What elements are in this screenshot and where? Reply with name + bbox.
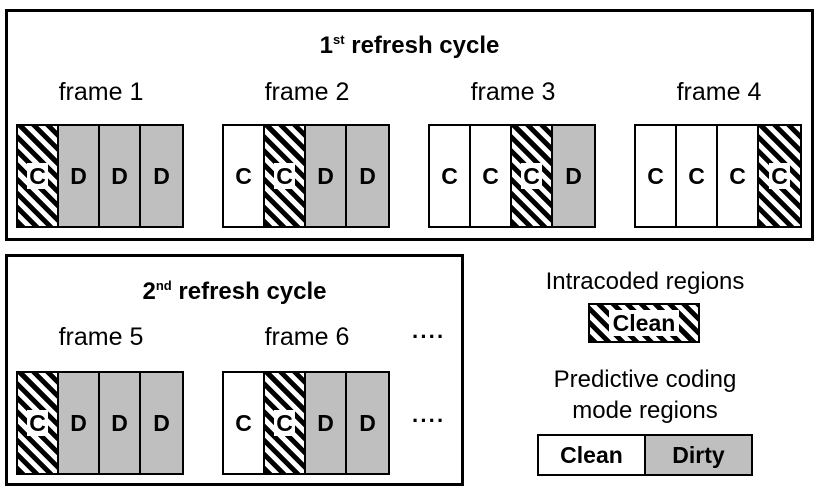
region-label: C — [235, 409, 252, 436]
region-label: C — [274, 410, 295, 436]
region-label: C — [482, 162, 499, 189]
region-intra: C — [18, 126, 59, 226]
region-label: D — [153, 409, 170, 436]
frame-3-label: frame 3 — [470, 78, 556, 106]
region-dirty: D — [59, 373, 100, 473]
legend-pred-title-line2: mode regions — [572, 397, 718, 424]
region-clean: C — [677, 126, 718, 226]
frame-1-label: frame 1 — [58, 78, 144, 106]
region-label: C — [235, 162, 252, 189]
region-label: D — [317, 162, 334, 189]
region-clean: C — [636, 126, 677, 226]
region-intra: C — [265, 126, 306, 226]
legend-intra-title: Intracoded regions — [545, 268, 745, 295]
region-label: C — [647, 162, 664, 189]
region-label: D — [359, 409, 376, 436]
region-label: D — [359, 162, 376, 189]
region-label: D — [70, 162, 87, 189]
region-dirty: D — [100, 373, 141, 473]
legend-intra-swatch: Clean — [588, 303, 700, 343]
region-dirty: D — [141, 373, 182, 473]
region-dirty: D — [347, 373, 388, 473]
region-dirty: D — [306, 126, 347, 226]
region-dirty: D — [100, 126, 141, 226]
region-label: C — [521, 163, 542, 189]
legend-pred-dirty: Dirty — [646, 436, 751, 474]
region-label: C — [27, 163, 48, 189]
ellipsis-bottom: ···· — [412, 408, 446, 433]
legend-pred-title-line1: Predictive coding — [553, 366, 737, 393]
region-label: D — [111, 162, 128, 189]
legend-pred-swatch: Clean Dirty — [537, 434, 753, 476]
cycle-2-title-text: refresh cycle — [178, 278, 327, 305]
region-dirty: D — [141, 126, 182, 226]
legend-intra-sample: Clean — [608, 310, 680, 336]
region-dirty: D — [553, 126, 594, 226]
region-intra: C — [512, 126, 553, 226]
frame-6-label: frame 6 — [264, 323, 350, 351]
cycle-1-title-text: refresh cycle — [351, 32, 500, 59]
region-label: D — [111, 409, 128, 436]
region-label: C — [27, 410, 48, 436]
refresh-cycle-2-title: 2nd refresh cycle — [5, 278, 464, 306]
region-label: C — [688, 162, 705, 189]
region-label: C — [729, 162, 746, 189]
frame-4-label: frame 4 — [676, 78, 762, 106]
region-label: D — [565, 162, 582, 189]
cycle-1-ordinal-suffix: st — [333, 32, 345, 47]
region-intra: C — [18, 373, 59, 473]
frame-2-label: frame 2 — [264, 78, 350, 106]
region-clean: C — [430, 126, 471, 226]
region-intra: C — [265, 373, 306, 473]
refresh-cycle-1-title: 1st refresh cycle — [5, 32, 814, 60]
region-clean: C — [224, 373, 265, 473]
region-label: D — [317, 409, 334, 436]
region-clean: C — [224, 126, 265, 226]
ellipsis-top: ···· — [412, 324, 446, 349]
legend-pred-clean: Clean — [539, 436, 646, 474]
region-clean: C — [718, 126, 759, 226]
cycle-2-ordinal: 2 — [142, 278, 156, 305]
region-dirty: D — [347, 126, 388, 226]
region-intra: C — [759, 126, 800, 226]
region-label: C — [274, 163, 295, 189]
region-clean: C — [471, 126, 512, 226]
region-dirty: D — [59, 126, 100, 226]
cycle-2-ordinal-suffix: nd — [155, 278, 172, 293]
region-label: C — [441, 162, 458, 189]
region-label: D — [153, 162, 170, 189]
region-dirty: D — [306, 373, 347, 473]
region-label: D — [70, 409, 87, 436]
region-label: C — [769, 163, 790, 189]
cycle-1-ordinal: 1 — [319, 32, 333, 59]
frame-5-label: frame 5 — [58, 323, 144, 351]
